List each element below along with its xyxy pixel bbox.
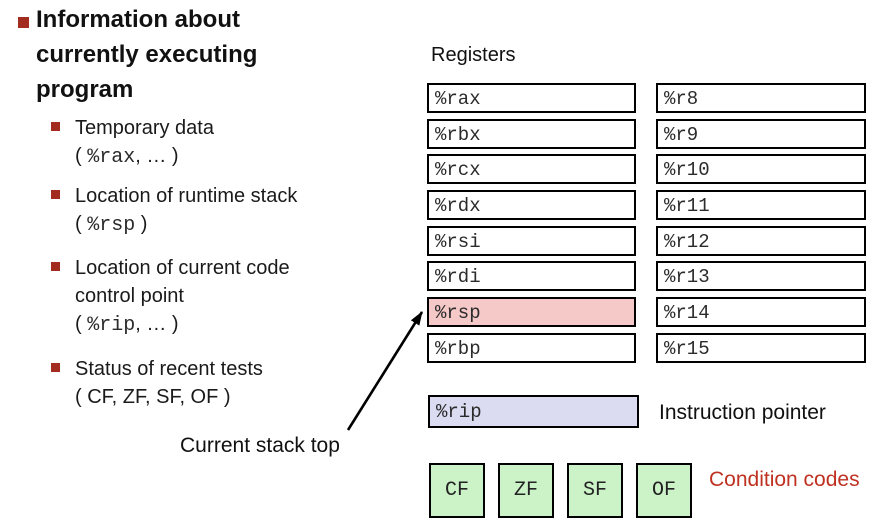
registers-heading: Registers — [431, 44, 516, 66]
register-column-left: %rax %rbx %rcx %rdx %rsi %rdi %rsp %rbp — [427, 83, 636, 363]
register-box-r8: %r8 — [656, 83, 866, 113]
current-stack-top-label: Current stack top — [180, 434, 340, 457]
bullet-recent-tests: Status of recent tests ( CF, ZF, SF, OF … — [51, 355, 263, 411]
title-line-1: Information about — [36, 6, 240, 33]
register-box-rbx: %rbx — [427, 118, 636, 149]
bullet-detail: ( CF, ZF, SF, OF ) — [75, 383, 263, 411]
bullet-runtime-stack: Location of runtime stack ( %rsp ) — [51, 182, 298, 240]
condition-code-boxes: CF ZF SF OF — [429, 463, 692, 518]
bullet-detail: ( %rax, … ) — [75, 142, 214, 172]
detail-post: , … ) — [135, 145, 179, 167]
register-box-rdi: %rdi — [427, 261, 636, 292]
flag-box-cf: CF — [429, 463, 485, 518]
register-box-r14: %r14 — [656, 297, 866, 328]
register-box-r12: %r12 — [656, 225, 866, 256]
sub-bullet-square — [51, 122, 60, 131]
title-line-3: program — [36, 76, 134, 103]
flag-box-zf: ZF — [498, 463, 554, 518]
register-box-r11: %r11 — [656, 190, 866, 221]
detail-register: %rax — [87, 146, 136, 169]
bullet-text: Status of recent tests — [75, 358, 263, 380]
flag-box-of: OF — [636, 463, 692, 518]
bullet-text: Location of current code — [75, 257, 290, 279]
sub-bullet-square — [51, 262, 60, 271]
sub-bullet-square — [51, 363, 60, 372]
detail-pre: ( — [75, 213, 88, 235]
register-column-right: %r8 %r9 %r10 %r11 %r12 %r13 %r14 %r15 — [656, 83, 866, 363]
instruction-pointer-label: Instruction pointer — [659, 401, 826, 424]
slide-title: Information about currently executing pr… — [36, 2, 376, 107]
detail-register: %rip — [87, 314, 136, 337]
register-box-r15: %r15 — [656, 332, 866, 363]
register-box-rip: %rip — [428, 395, 639, 428]
detail-pre: ( CF, ZF, SF, OF ) — [75, 386, 231, 408]
bullet-text: Location of runtime stack — [75, 185, 298, 207]
detail-post: , … ) — [135, 313, 179, 335]
register-box-rbp: %rbp — [427, 332, 636, 363]
title-bullet-square — [18, 17, 29, 28]
register-box-r10: %r10 — [656, 154, 866, 185]
bullet-text: Temporary data — [75, 117, 214, 139]
bullet-code-control-point: Location of current code control point (… — [51, 254, 290, 340]
bullet-text-line2: control point — [75, 285, 184, 307]
register-box-rsp-highlighted: %rsp — [427, 297, 636, 328]
register-box-r13: %r13 — [656, 261, 866, 292]
register-box-rsi: %rsi — [427, 225, 636, 256]
detail-post: ) — [135, 213, 148, 235]
bullet-detail: ( %rsp ) — [75, 210, 297, 240]
register-box-rcx: %rcx — [427, 154, 636, 185]
detail-pre: ( — [75, 313, 88, 335]
register-box-rax: %rax — [427, 83, 636, 113]
bullet-detail: ( %rip, … ) — [75, 310, 290, 340]
bullet-temporary-data: Temporary data ( %rax, … ) — [51, 114, 214, 172]
sub-bullet-square — [51, 190, 60, 199]
detail-register: %rsp — [87, 214, 136, 237]
register-box-rdx: %rdx — [427, 190, 636, 221]
title-line-2: currently executing — [36, 41, 258, 68]
register-box-r9: %r9 — [656, 118, 866, 149]
condition-codes-label: Condition codes — [709, 468, 860, 491]
detail-pre: ( — [75, 145, 88, 167]
flag-box-sf: SF — [567, 463, 623, 518]
